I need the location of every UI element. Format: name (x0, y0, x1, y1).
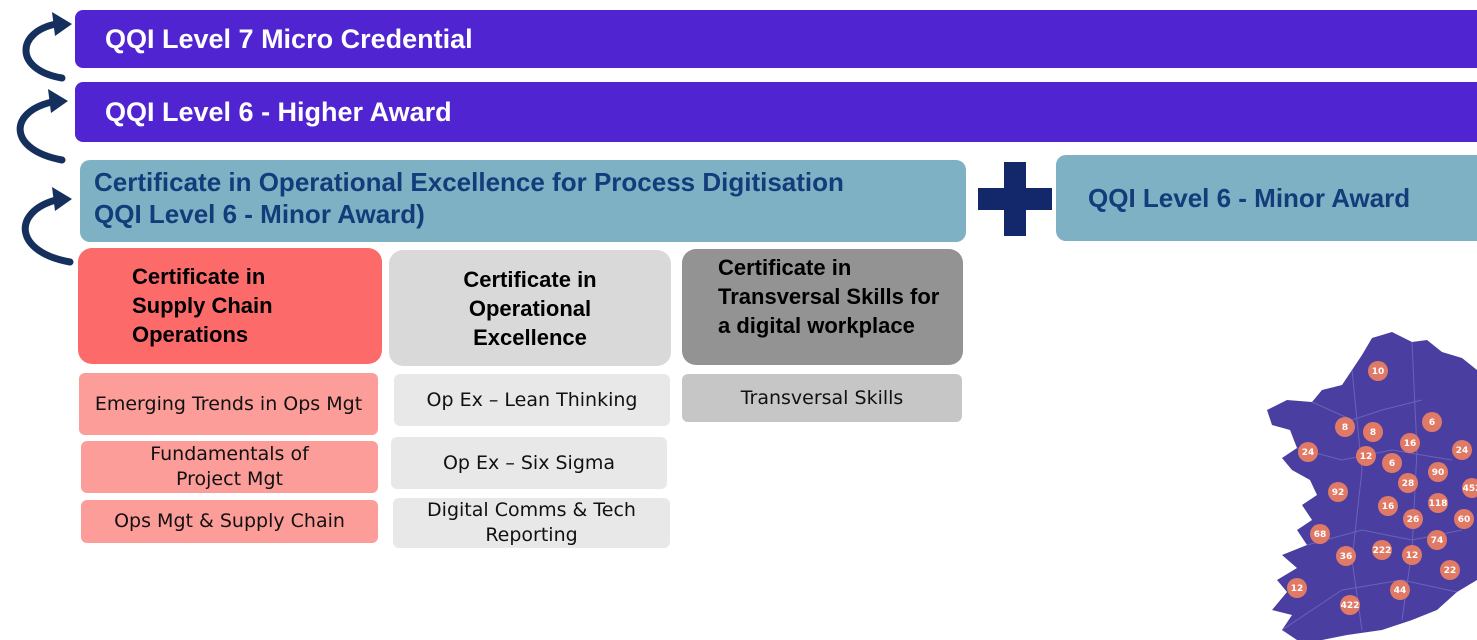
county-badge (1363, 422, 1383, 442)
cert-supply-chain-card: Certificate in Supply Chain Operations (78, 248, 382, 364)
county-count: 16 (1382, 502, 1395, 512)
county-badge (1310, 524, 1330, 544)
module-item: Op Ex – Lean Thinking (394, 374, 670, 426)
county-count: 422 (1341, 601, 1360, 611)
module-label: Emerging Trends in Ops Mgt (94, 392, 363, 415)
minor-award-title: Certificate in Operational Excellence fo… (94, 167, 844, 197)
county-badge (1403, 509, 1423, 529)
cert-supply-chain-title: Certificate in Supply Chain Operations (132, 264, 273, 347)
level6-higher-bar: QQI Level 6 - Higher Award (75, 82, 1477, 142)
cert-opex-title: Certificate in Operational Excellence (463, 266, 597, 350)
module-item: Transversal Skills (682, 374, 962, 422)
module-label: Digital Comms & Tech Reporting (427, 499, 636, 546)
module-label: Op Ex – Six Sigma (442, 451, 616, 474)
county-badge (1298, 442, 1318, 462)
county-count: 6 (1429, 418, 1435, 428)
county-count: 92 (1332, 488, 1345, 498)
level7-bar: QQI Level 7 Micro Credential (75, 10, 1477, 68)
county-count: 222 (1373, 546, 1392, 556)
county-count: 12 (1360, 452, 1373, 462)
county-badge (1452, 440, 1472, 460)
county-count: 452 (1463, 484, 1477, 494)
county-badge (1398, 473, 1418, 493)
cert-transversal-card: Certificate in Transversal Skills for a … (682, 249, 963, 365)
county-badge (1400, 433, 1420, 453)
county-count: 74 (1431, 536, 1444, 546)
county-badge (1368, 361, 1388, 381)
county-count: 24 (1302, 448, 1315, 458)
module-label: Fundamentals of Project Mgt (150, 443, 309, 490)
module-item: Op Ex – Six Sigma (391, 437, 667, 489)
module-item: Emerging Trends in Ops Mgt (79, 373, 378, 435)
minor-award-right-label: QQI Level 6 - Minor Award (1088, 182, 1411, 213)
county-count: 8 (1342, 423, 1348, 433)
county-count: 8 (1370, 428, 1376, 438)
map-land (1267, 332, 1477, 640)
county-badge (1427, 530, 1447, 550)
county-badge (1402, 545, 1422, 565)
curved-arrow-icon (22, 196, 74, 266)
level6-higher-label: QQI Level 6 - Higher Award (105, 96, 452, 127)
county-count: 60 (1458, 515, 1471, 525)
minor-award-box: Certificate in Operational Excellence fo… (80, 160, 966, 242)
county-count: 90 (1432, 468, 1445, 478)
county-badge (1422, 412, 1442, 432)
module-label: Op Ex – Lean Thinking (426, 388, 638, 411)
minor-award-right-box: QQI Level 6 - Minor Award (1056, 155, 1477, 241)
county-count: 10 (1372, 367, 1385, 377)
curved-arrow-icon (16, 98, 66, 164)
county-count: 28 (1402, 479, 1415, 489)
module-label: Transversal Skills (740, 386, 904, 409)
county-count: 12 (1406, 551, 1419, 561)
county-badge (1462, 478, 1477, 498)
county-count: 12 (1291, 584, 1304, 594)
county-badge (1336, 546, 1356, 566)
county-badge (1340, 595, 1360, 615)
county-badge (1356, 446, 1376, 466)
county-badge (1454, 509, 1474, 529)
county-badge (1378, 496, 1398, 516)
county-badge (1335, 417, 1355, 437)
module-label: Ops Mgt & Supply Chain (114, 510, 345, 532)
county-badge (1390, 580, 1410, 600)
cert-opex-card: Certificate in Operational Excellence (389, 250, 671, 366)
county-count: 6 (1389, 459, 1395, 469)
county-badge (1428, 493, 1448, 513)
county-count: 24 (1456, 446, 1469, 456)
county-count: 22 (1444, 566, 1457, 576)
county-count: 44 (1394, 586, 1407, 596)
county-count: 118 (1429, 499, 1448, 509)
arrows-group (16, 12, 74, 266)
county-badge (1428, 462, 1448, 482)
curved-arrow-icon (22, 20, 66, 82)
cert-transversal-title: Certificate in Transversal Skills for a … (718, 255, 940, 338)
county-count: 36 (1340, 552, 1353, 562)
level7-label: QQI Level 7 Micro Credential (105, 23, 473, 54)
module-item: Ops Mgt & Supply Chain (81, 500, 378, 543)
county-badge (1287, 578, 1307, 598)
plus-icon (978, 162, 1052, 236)
county-badge (1440, 560, 1460, 580)
module-item: Fundamentals of Project Mgt (81, 441, 378, 493)
county-badge (1372, 540, 1392, 560)
county-badge (1328, 482, 1348, 502)
minor-award-subtitle: QQI Level 6 - Minor Award) (94, 199, 425, 229)
module-item: Digital Comms & Tech Reporting (393, 498, 670, 548)
ireland-map: 1068824162412690452289211816266068362227… (1267, 332, 1477, 640)
county-count: 68 (1314, 530, 1327, 540)
county-count: 26 (1407, 515, 1420, 525)
county-badge (1382, 453, 1402, 473)
county-count: 16 (1404, 439, 1417, 449)
